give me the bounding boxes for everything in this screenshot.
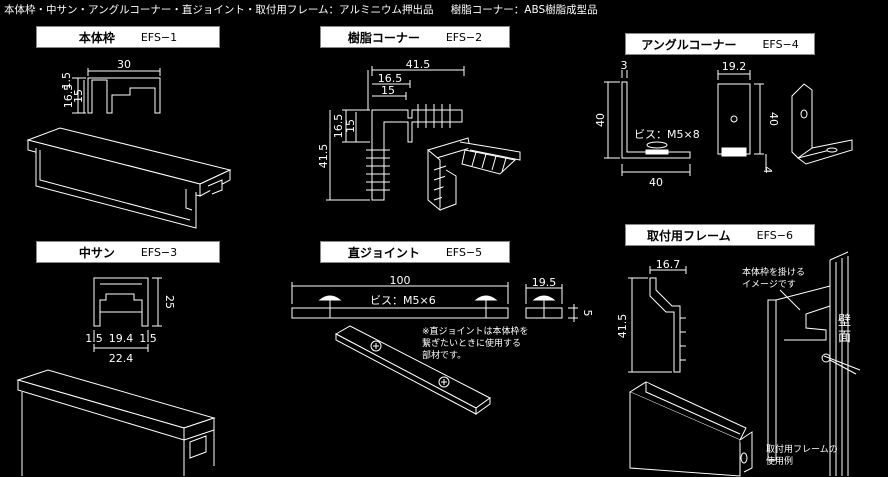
part-code: EFS−6 (756, 228, 793, 242)
dim-angle-side-width: 19.2 (722, 60, 747, 73)
joint-note-line: 繋ぎたいときに使用する (422, 339, 522, 349)
material-header: 本体枠・中サン・アングルコーナー・直ジョイント・取付用フレーム：アルミニウム押出… (4, 2, 612, 17)
hang-note: 本体枠を掛ける イメージです (742, 267, 805, 291)
dimension-labels: 30 1.5 16.5 15 41.5 16.5 15 16.5 15 41.5… (60, 58, 780, 365)
middle-bar-3d (16, 369, 216, 476)
joint-screw-label: ビス：M5×6 (370, 294, 436, 307)
body-frame-3d (26, 127, 232, 229)
dim-body-h1: 16.5 (62, 84, 75, 109)
title-box-middle-bar: 中サン EFS−3 (36, 241, 220, 263)
dim-body-h2: 15 (72, 89, 85, 103)
dim-angle-small: 4 (761, 167, 774, 174)
wall-label: 壁 面 (838, 314, 851, 346)
joint-note: ※直ジョイントは本体枠を 繋ぎたいときに使用する 部材です。 (422, 326, 529, 362)
resin-corner-3d (427, 137, 521, 212)
usage-note-line: 取付用フレームの (766, 445, 838, 455)
dim-middle-a: 1.5 (85, 332, 103, 345)
part-name: 樹脂コーナー (347, 30, 420, 45)
body-frame-profile (72, 68, 161, 114)
part-name: 本体枠 (78, 30, 115, 45)
part-code: EFS−3 (140, 245, 178, 259)
mount-frame-3d (628, 381, 753, 477)
dim-angle-side-height: 40 (767, 112, 780, 126)
title-box-angle-corner: アングルコーナー EFS−4 (625, 33, 815, 55)
dim-middle-height: 25 (163, 295, 176, 309)
straight-joint-3d (334, 325, 491, 415)
part-name: アングルコーナー (641, 37, 737, 52)
title-box-mount-frame: 取付用フレーム EFS−6 (625, 224, 815, 246)
part-code: EFS−5 (445, 245, 483, 259)
dim-angle-width: 40 (649, 176, 663, 189)
dim-angle-thick: 3 (621, 59, 628, 72)
part-code: EFS−2 (445, 30, 483, 44)
dim-joint-thick: 5 (581, 310, 594, 317)
wall-label-line: 壁 (838, 314, 852, 329)
dim-resin-v1: 16.5 (332, 114, 345, 139)
angle-corner-3d (791, 83, 854, 165)
title-box-resin-corner: 樹脂コーナー EFS−2 (320, 26, 510, 48)
dim-mount-top: 16.7 (656, 258, 681, 271)
angle-corner-side (717, 70, 767, 170)
title-box-straight-joint: 直ジョイント EFS−5 (320, 241, 510, 263)
joint-note-line: ※直ジョイントは本体枠を (422, 327, 529, 337)
mount-usage-drawing (767, 251, 861, 476)
dim-middle-c: 1.5 (139, 332, 157, 345)
straight-joint-side (291, 282, 509, 319)
dim-body-lip: 1.5 (60, 72, 73, 90)
dim-middle-b: 19.4 (109, 332, 134, 345)
dim-angle-height: 40 (594, 113, 607, 127)
dim-joint-width: 19.5 (532, 276, 557, 289)
title-box-body-frame: 本体枠 EFS−1 (36, 26, 220, 48)
dim-mount-height: 41.5 (616, 314, 629, 339)
dim-joint-length: 100 (390, 274, 411, 287)
part-code: EFS−1 (140, 30, 178, 44)
angle-screw-label: ビス：M5×8 (634, 128, 700, 141)
straight-joint-end (525, 284, 578, 322)
dim-body-width: 30 (117, 58, 131, 71)
middle-bar-profile (93, 277, 162, 352)
mount-frame-profile (628, 266, 687, 373)
part-name: 取付用フレーム (647, 228, 731, 243)
part-name: 中サン (78, 245, 115, 260)
dim-resin-inner: 15 (381, 84, 395, 97)
wall-label-line: 面 (838, 330, 852, 345)
dim-middle-total: 22.4 (109, 352, 134, 365)
dim-resin-total: 41.5 (406, 58, 431, 71)
material-abs-text: 樹脂コーナー：ABS樹脂成型品 (450, 4, 598, 16)
usage-note: 取付用フレームの 使用例 (766, 444, 838, 468)
dim-resin-vtotal: 41.5 (317, 144, 330, 169)
part-code: EFS−4 (762, 37, 799, 51)
material-aluminum-text: 本体枠・中サン・アングルコーナー・直ジョイント・取付用フレーム：アルミニウム押出… (4, 4, 434, 16)
angle-corner-profile (604, 70, 691, 176)
dim-resin-v2: 15 (344, 119, 357, 133)
hang-note-line: 本体枠を掛ける (742, 268, 806, 278)
joint-note-line: 部材です。 (422, 351, 467, 361)
usage-note-line: 使用例 (766, 457, 794, 467)
resin-corner-profile (326, 66, 465, 201)
dim-resin-mid: 16.5 (378, 72, 403, 85)
part-name: 直ジョイント (347, 245, 420, 260)
hang-note-line: イメージです (742, 280, 796, 290)
